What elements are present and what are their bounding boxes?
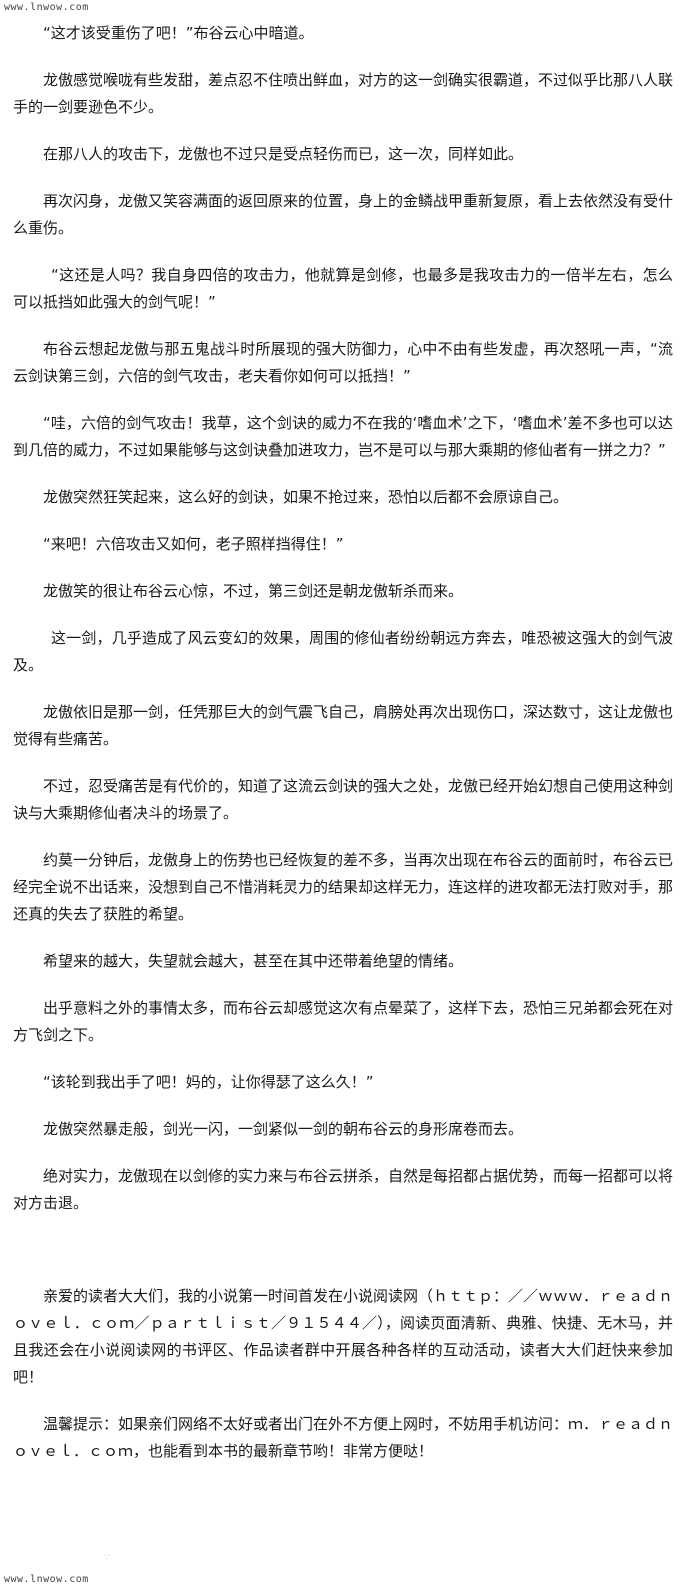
paragraph: 绝对实力，龙傲现在以剑修的实力来与布谷云拼杀，自然是每招都占据优势，而每一招都可… (13, 1167, 674, 1212)
paragraph: 龙傲依旧是那一剑，任凭那巨大的剑气震飞自己，肩膀处再次出现伤口，深达数寸，这让龙… (13, 703, 674, 748)
scan-speck: ∵ (104, 1553, 110, 1563)
footer-notice: 亲爱的读者大大们，我的小说第一时间首发在小说阅读网（ｈｔｔｐ：／／ｗｗｗ．ｒｅａ… (13, 1287, 674, 1386)
paragraph: 这一剑，几乎造成了风云变幻的效果，周围的修仙者纷纷朝远方奔去，唯恐被这强大的剑气… (13, 629, 673, 674)
paragraph: 不过，忍受痛苦是有代价的，知道了这流云剑诀的强大之处，龙傲已经开始幻想自己使用这… (13, 777, 674, 822)
paragraph: 约莫一分钟后，龙傲身上的伤势也已经恢复的差不多，当再次出现在布谷云的面前时，布谷… (13, 851, 674, 923)
paragraph: 希望来的越大，失望就会越大，甚至在其中还带着绝望的情绪。 (43, 952, 464, 970)
paragraph: 出乎意料之外的事情太多，而布谷云却感觉这次有点晕菜了，这样下去，恐怕三兄弟都会死… (13, 999, 674, 1044)
paragraph: “该轮到我出手了吧！妈的，让你得瑟了这么久！” (43, 1073, 374, 1091)
scan-speck: ∴ (172, 706, 178, 716)
paragraph: “这才该受重伤了吧！”布谷云心中暗道。 (43, 24, 314, 42)
paragraph: 龙傲突然暴走般，剑光一闪，一剑紧似一剑的朝布谷云的身形席卷而去。 (43, 1120, 524, 1138)
paragraph: 龙傲突然狂笑起来，这么好的剑诀，如果不抢过来，恐怕以后都不会原谅自己。 (43, 488, 569, 506)
paragraph: 龙傲感觉喉咙有些发甜，差点忍不住喷出鲜血，对方的这一剑确实很霸道，不过似乎比那八… (13, 71, 674, 116)
watermark-top: www.lnwow.com (4, 2, 89, 13)
chapter-text: “这才该受重伤了吧！”布谷云心中暗道。 龙傲感觉喉咙有些发甜，差点忍不住喷出鲜血… (13, 20, 673, 1485)
paragraph: “这还是人吗？我自身四倍的攻击力，他就算是剑修，也最多是我攻击力的一倍半左右，怎… (13, 266, 673, 311)
footer-tip: 温馨提示：如果亲们网络不太好或者出门在外不方便上网时，不妨用手机访问：ｍ．ｒｅａ… (13, 1415, 674, 1460)
paragraph: “哇，六倍的剑气攻击！我草，这个剑诀的威力不在我的‘嗜血术’之下，‘嗜血术’差不… (13, 414, 673, 459)
paragraph: 龙傲笑的很让布谷云心惊，不过，第三剑还是朝龙傲斩杀而来。 (43, 582, 464, 600)
section-gap (13, 1237, 673, 1283)
watermark-bottom: www.lnwow.com (4, 1574, 89, 1585)
paragraph: “来吧！六倍攻击又如何，老子照样挡得住！” (43, 535, 344, 553)
paragraph: 再次闪身，龙傲又笑容满面的返回原来的位置，身上的金鳞战甲重新复原，看上去依然没有… (13, 192, 674, 237)
paragraph: 布谷云想起龙傲与那五鬼战斗时所展现的强大防御力，心中不由有些发虚，再次怒吼一声，… (13, 340, 673, 385)
paragraph: 在那八人的攻击下，龙傲也不过只是受点轻伤而已，这一次，同样如此。 (43, 145, 524, 163)
